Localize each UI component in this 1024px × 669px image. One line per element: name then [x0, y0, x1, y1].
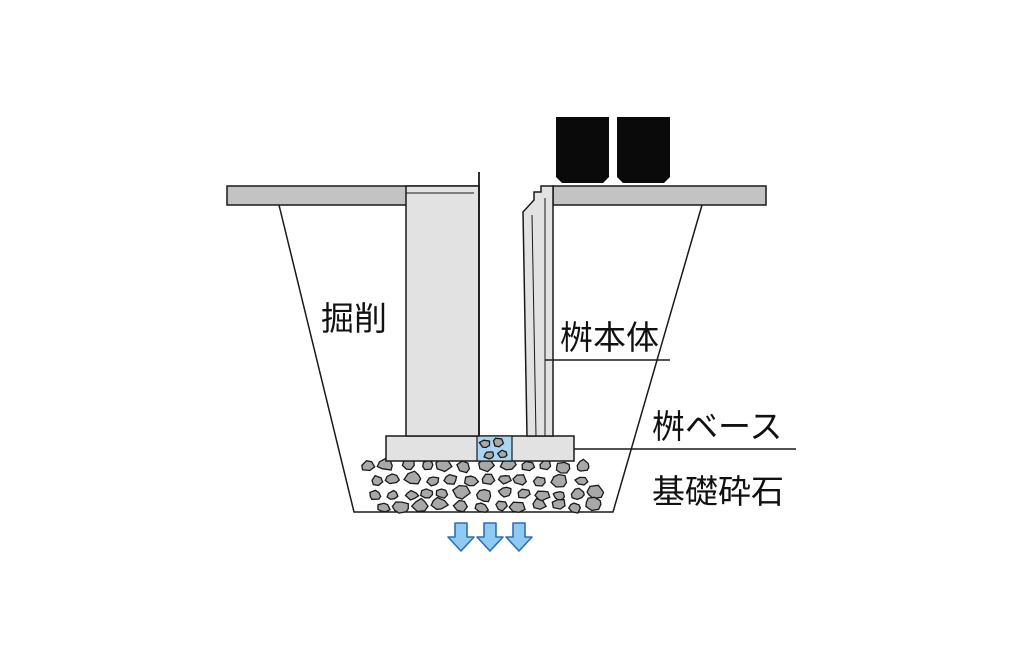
gravel-stone: [555, 461, 571, 474]
gravel-stone: [517, 488, 531, 499]
gravel-stone: [361, 459, 376, 472]
label-basin-body: 桝本体: [560, 318, 659, 357]
gravel-stone: [443, 473, 458, 485]
foundation-gravel: [361, 457, 605, 514]
gravel-stone: [567, 502, 582, 514]
label-foundation-gravel: 基礎砕石: [652, 472, 784, 511]
label-excavation: 掘削: [321, 299, 387, 338]
gravel-stone: [573, 476, 589, 486]
gravel-stone: [384, 473, 401, 485]
gravel-stone: [532, 476, 546, 487]
gravel-stone: [551, 498, 566, 510]
gravel-stone: [463, 475, 480, 487]
down-arrow: [476, 522, 504, 552]
gravel-stone: [497, 475, 513, 485]
gravel-stone: [495, 500, 508, 512]
gravel-stone: [435, 488, 449, 499]
down-arrow: [447, 522, 475, 552]
gravel-stone: [451, 484, 472, 500]
gravel-stone: [475, 488, 492, 503]
gravel-stone: [422, 459, 434, 471]
gravel-stone: [532, 497, 548, 510]
gravel-stone: [371, 474, 384, 487]
gravel-stone: [586, 484, 605, 500]
down-arrow: [505, 522, 533, 552]
gravel-stone: [576, 458, 590, 472]
label-basin-base: 桝ベース: [652, 407, 782, 446]
gravel-stone: [391, 501, 409, 514]
gravel-stone: [377, 502, 391, 513]
basin-wall-left: [405, 185, 480, 437]
gravel-stone: [478, 439, 491, 449]
gravel-stone: [508, 501, 526, 513]
gravel-stone: [496, 449, 508, 459]
ground-slab-right: [552, 185, 767, 206]
gravel-stone: [419, 488, 434, 499]
gravel-stone: [481, 473, 496, 485]
down-arrow-icon: [447, 522, 533, 552]
gravel-stone: [430, 496, 450, 511]
gravel-stone: [512, 474, 528, 486]
gravel-stone: [474, 502, 490, 513]
black-block-icon: [556, 117, 670, 183]
gravel-stone: [386, 489, 399, 500]
basin-body-wall: [522, 185, 554, 437]
gravel-stone: [369, 489, 382, 500]
gravel-stone: [456, 460, 471, 474]
gravel-stone: [425, 476, 440, 487]
gravel-stone: [483, 451, 495, 460]
gravel-stone: [452, 499, 469, 513]
gravel-stone: [404, 489, 420, 501]
gravel-stone: [570, 487, 585, 501]
gravel-stone: [403, 470, 422, 485]
opening-gravel: [478, 437, 508, 460]
gravel-stone: [585, 496, 602, 512]
gravel-stone: [497, 486, 512, 498]
gravel-stone: [410, 497, 429, 513]
gravel-stone: [521, 460, 536, 472]
gravel-stone: [550, 473, 568, 488]
gravel-stone: [492, 437, 505, 448]
